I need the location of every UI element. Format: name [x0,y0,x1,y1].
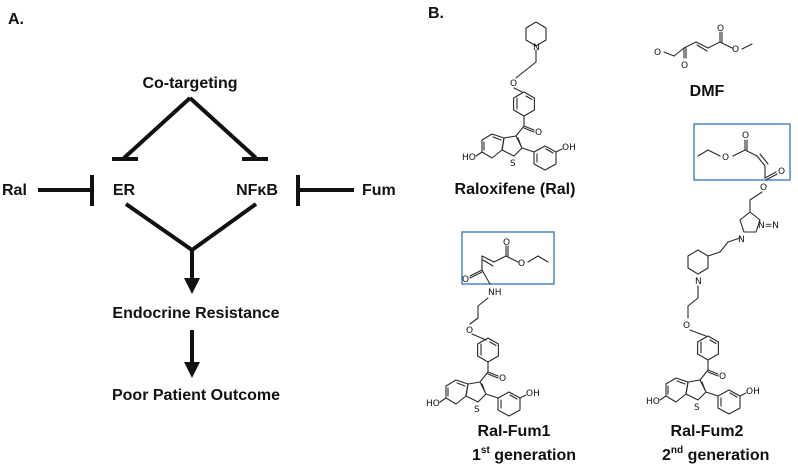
svg-text:O: O [681,61,688,71]
dmf-label: DMF [690,83,725,100]
co-targeting-to-nfkb-line [188,96,258,160]
svg-text:O: O [722,153,729,163]
raloxifene-label: Raloxifene (Ral) [455,181,576,198]
fum-label: Fum [362,182,396,199]
svg-text:N: N [695,277,702,287]
svg-text:N: N [738,235,745,245]
endocrine-resistance-label: Endocrine Resistance [112,305,279,322]
co-targeting-label: Co-targeting [142,75,237,92]
svg-text:O: O [760,183,767,193]
nfkb-to-convergence-line [190,202,258,252]
svg-text:N: N [533,43,540,53]
svg-text:O: O [683,321,690,331]
svg-text:O: O [742,131,749,141]
panel-a-letter: A. [8,11,24,28]
svg-text:O: O [466,326,473,336]
er-to-convergence-line [124,202,194,252]
ral-fum2-structure: O O O O N=N N N O [645,131,785,415]
dmf-structure: O O O O [654,24,753,71]
fum2-fumarate-highlight-box [693,123,791,181]
panel-b-letter: B. [428,5,444,22]
ral-fum2-label: Ral-Fum2 [671,423,744,440]
svg-text:O: O [503,238,510,248]
fum1-fumarate-highlight-box [461,231,555,285]
raloxifene-structure: N O [461,21,577,171]
ral-fum2-generation: 2nd generation [662,445,769,464]
er-label: ER [113,182,136,199]
co-targeting-to-er-line [122,96,192,160]
nfkb-label: NFκB [236,182,278,199]
ral-fum1-label: Ral-Fum1 [478,423,551,440]
svg-text:O: O [778,167,785,177]
svg-text:O: O [462,275,469,285]
svg-text:O: O [732,45,739,55]
svg-text:O: O [510,79,517,89]
svg-text:O: O [717,24,724,34]
svg-text:NH: NH [488,288,502,298]
poor-outcome-label: Poor Patient Outcome [112,387,280,404]
ral-label: Ral [2,182,27,199]
svg-text:O: O [518,259,525,269]
svg-text:O: O [654,48,661,58]
ral-fum1-generation: 1st generation [472,445,576,464]
svg-text:N=N: N=N [758,221,779,231]
ral-fum1-structure: O O O NH O [425,238,549,417]
